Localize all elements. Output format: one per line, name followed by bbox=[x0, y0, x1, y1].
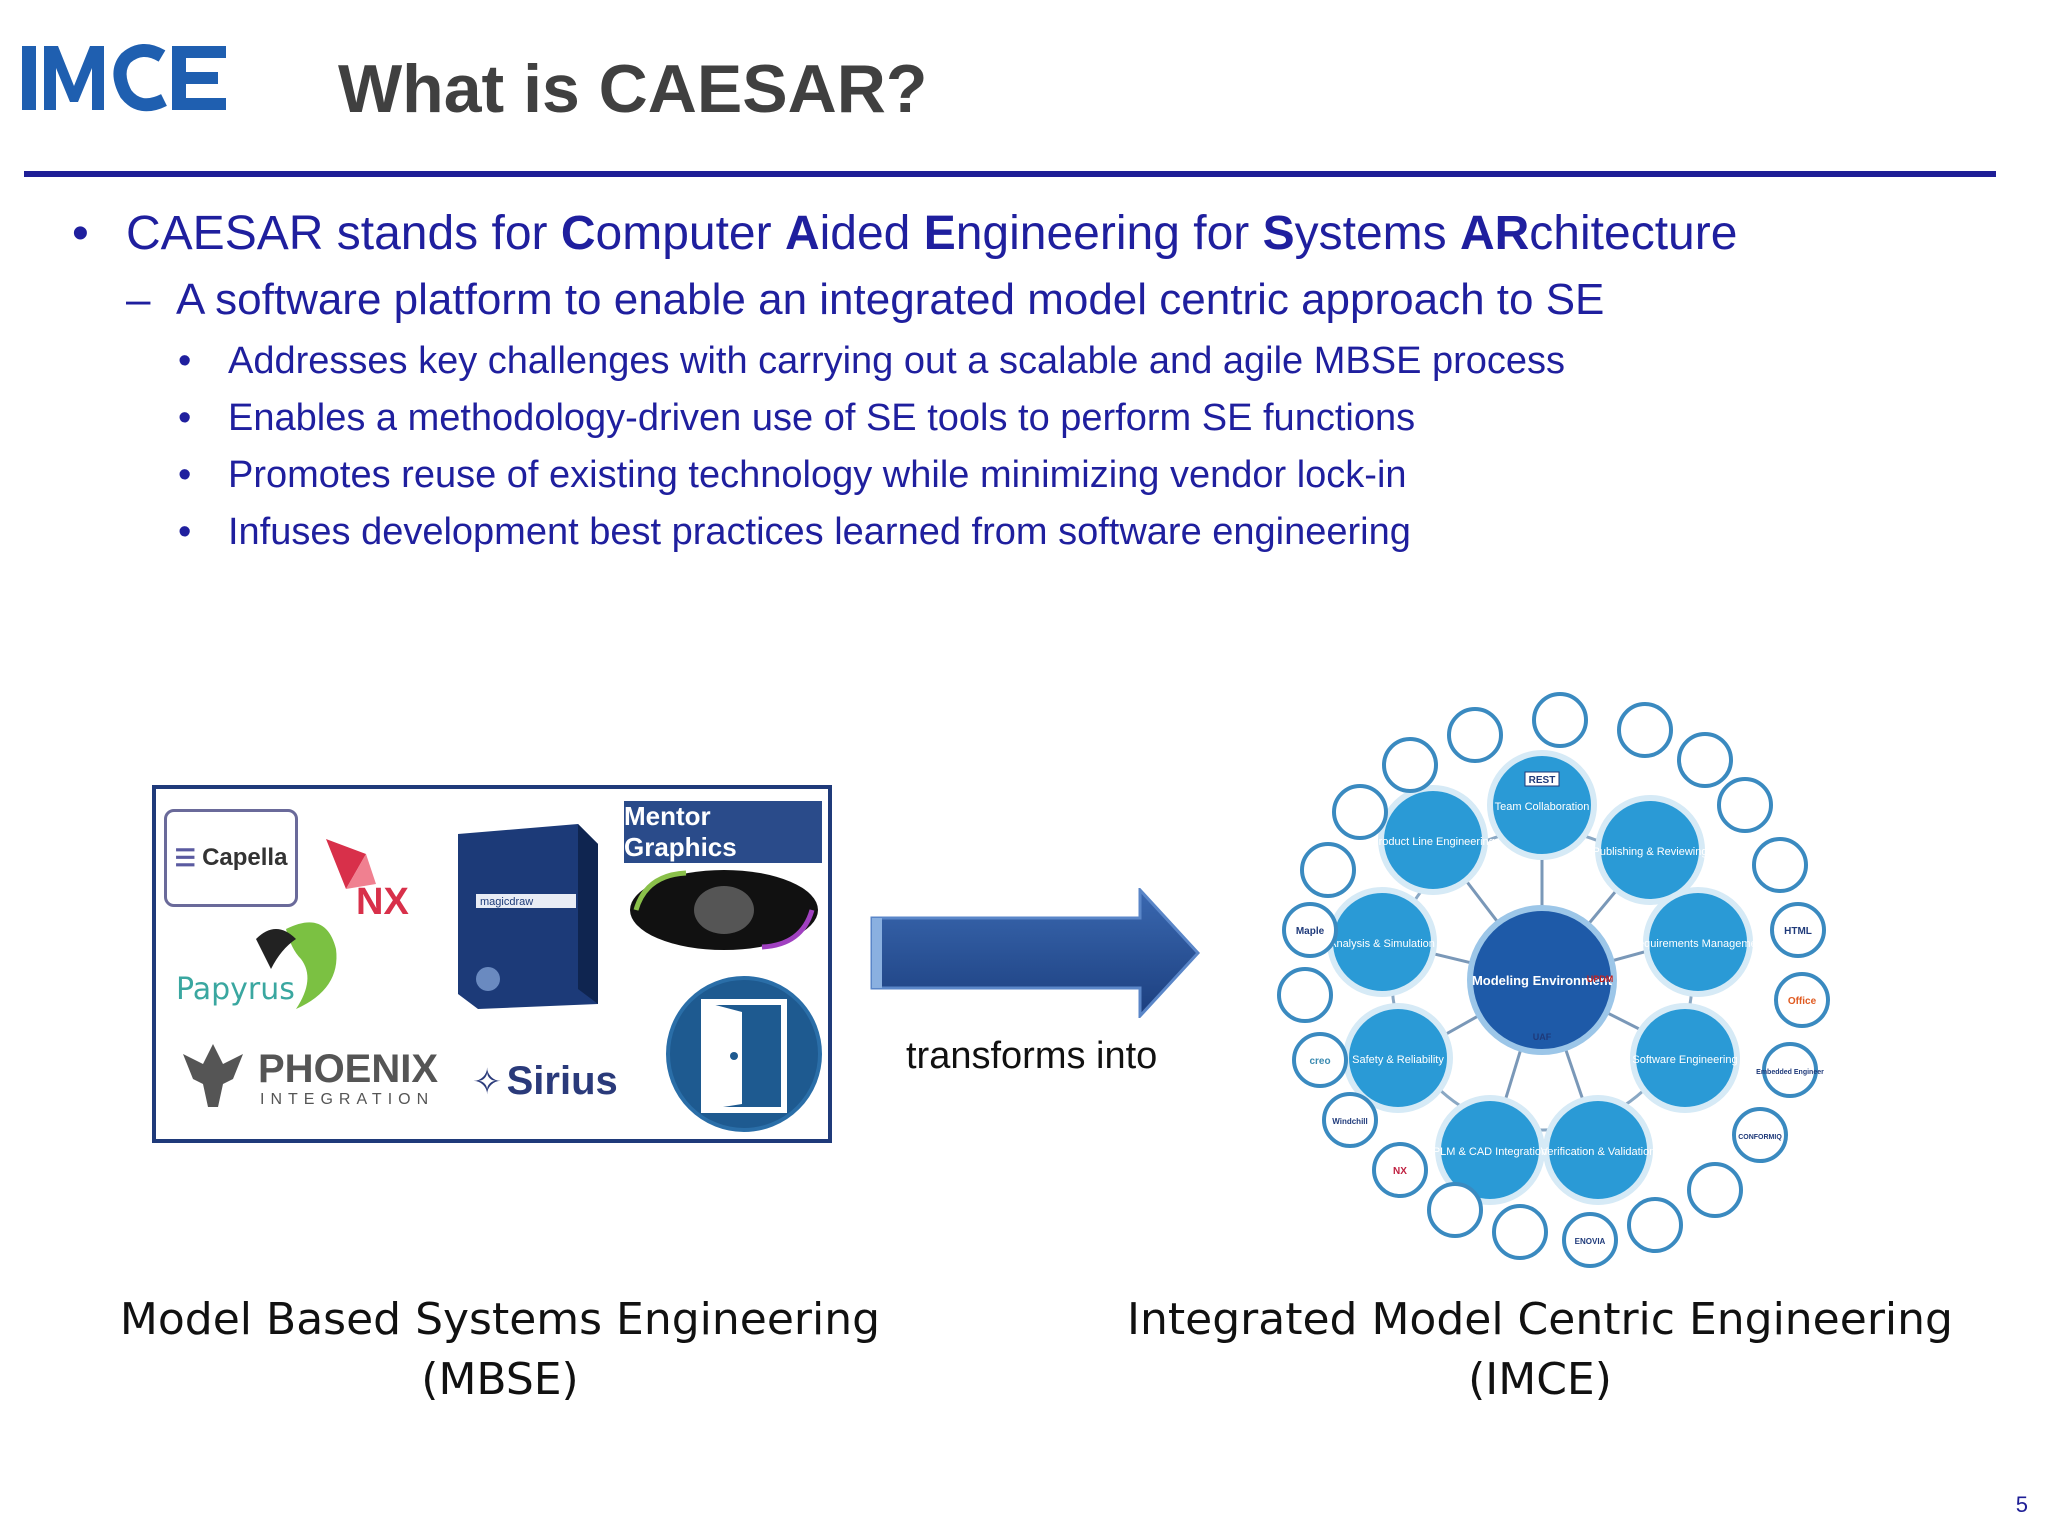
page-title: What is CAESAR? bbox=[338, 51, 928, 127]
tool-label: Maple bbox=[1296, 926, 1325, 937]
bullet-level3-item: Addresses key challenges with carrying o… bbox=[228, 340, 1566, 382]
mbse-logo-collage: ☰ Capella NX Papyrus PHOENIX INTEGRATION… bbox=[152, 785, 832, 1143]
badge: UAF bbox=[1533, 1032, 1552, 1042]
phoenix-bird-icon bbox=[183, 1044, 243, 1107]
mbse-caption: Model Based Systems Engineering (MBSE) bbox=[119, 1294, 881, 1405]
arrow-label: transforms into bbox=[906, 1035, 1158, 1077]
badge: REST bbox=[1529, 775, 1556, 786]
tool-label: HTML bbox=[1784, 926, 1812, 937]
bullet-dot: • bbox=[178, 511, 192, 553]
node-label: PLM & CAD Integration bbox=[1433, 1146, 1547, 1158]
bullet-level1: CAESAR stands for Computer Aided Enginee… bbox=[126, 207, 1738, 260]
node-label: Safety & Reliability bbox=[1352, 1054, 1444, 1066]
svg-text:NX: NX bbox=[356, 881, 409, 919]
tool-label: Windchill bbox=[1332, 1117, 1367, 1126]
magicdraw-box: magicdraw bbox=[458, 824, 598, 1009]
imce-ecosystem-diagram: Team Collaboration Publishing & Reviewin… bbox=[1277, 692, 1830, 1268]
sirius-logo: ✧ Sirius bbox=[472, 1059, 618, 1103]
page-number: 5 bbox=[2015, 1492, 2028, 1517]
mentor-control-wheel bbox=[630, 870, 818, 950]
mentor-graphics-logo: Mentor Graphics bbox=[624, 801, 822, 863]
bullet-dot: • bbox=[178, 397, 192, 439]
nx-logo: NX bbox=[326, 839, 409, 919]
bullet-level3-item: Enables a methodology-driven use of SE t… bbox=[228, 397, 1416, 439]
badge: UPDM bbox=[1587, 974, 1614, 984]
node-label: Analysis & Simulation bbox=[1329, 938, 1435, 950]
node-label: Verification & Validation bbox=[1541, 1146, 1656, 1158]
bullet-dot: • bbox=[72, 207, 89, 260]
capella-logo: ☰ Capella bbox=[164, 809, 298, 907]
imce-caption: Integrated Model Centric Engineering (IM… bbox=[1127, 1294, 1953, 1405]
svg-text:magicdraw: magicdraw bbox=[480, 896, 533, 908]
open-door-logo bbox=[666, 976, 822, 1132]
center-label: Modeling Environment bbox=[1472, 973, 1613, 988]
bullet-dot: • bbox=[178, 340, 192, 382]
node-label: Product Line Engineering bbox=[1371, 836, 1495, 848]
tool-label: CONFORMIQ bbox=[1738, 1134, 1782, 1141]
bullet-dash: – bbox=[126, 275, 151, 324]
tool-label: NX bbox=[1393, 1166, 1407, 1177]
papyrus-logo: Papyrus bbox=[176, 922, 337, 1009]
tool-label: Embedded Engineer bbox=[1756, 1069, 1824, 1076]
bullet-level3-item: Infuses development best practices learn… bbox=[228, 511, 1411, 553]
bullet-level3-item: Promotes reuse of existing technology wh… bbox=[228, 454, 1407, 496]
node-label: Software Engineering bbox=[1632, 1054, 1737, 1066]
capella-icon: ☰ bbox=[174, 844, 197, 872]
imce-logo bbox=[22, 44, 226, 112]
bullet-level2: A software platform to enable an integra… bbox=[176, 275, 1605, 324]
tool-label: Office bbox=[1788, 996, 1817, 1007]
tool-label: ENOVIA bbox=[1575, 1237, 1606, 1246]
transform-arrow bbox=[870, 888, 1200, 1018]
bullet-dot: • bbox=[178, 454, 192, 496]
svg-text:Papyrus: Papyrus bbox=[176, 972, 295, 1007]
sirius-star-icon: ✧ bbox=[472, 1061, 503, 1102]
title-divider bbox=[24, 171, 1996, 177]
tool-label: creo bbox=[1309, 1056, 1330, 1067]
node-label: Publishing & Reviewing bbox=[1593, 846, 1708, 858]
node-label: Team Collaboration bbox=[1495, 801, 1590, 813]
node-label: Requirements Management bbox=[1630, 938, 1766, 950]
